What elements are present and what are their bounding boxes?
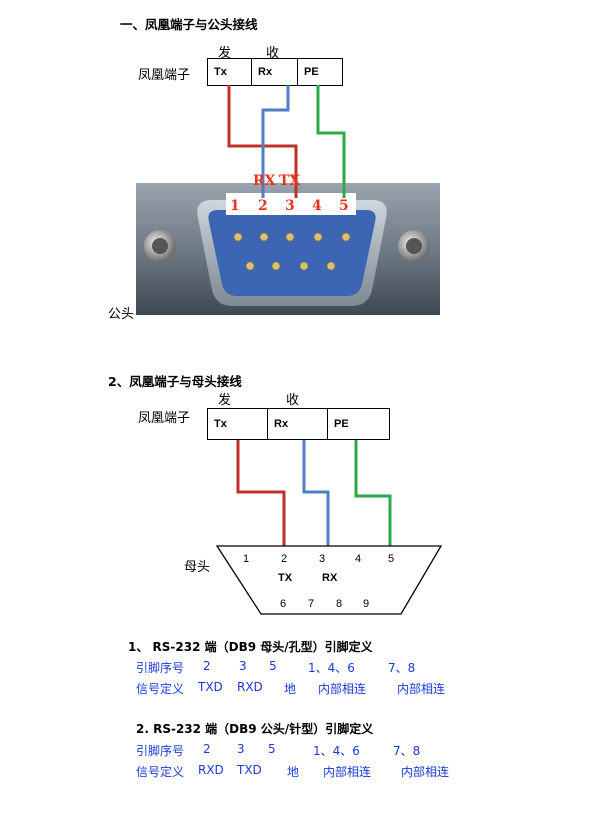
recv-label-1: 收: [266, 46, 280, 61]
def1-sig-b: RXD: [237, 680, 263, 694]
female-pin-3: 3: [319, 553, 326, 565]
terminal-cell-pe-2: PE: [334, 418, 349, 430]
def2-row1-label: 引脚序号: [136, 744, 185, 758]
def1-pin-d: 1、4、6: [308, 661, 355, 675]
def2-pin-d: 1、4、6: [313, 744, 360, 758]
def1-pin-a: 2: [203, 659, 211, 673]
section1-title: 一、凤凰端子与公头接线: [120, 17, 258, 32]
male-pin-5: [341, 232, 351, 242]
male-pin-7: [271, 261, 281, 271]
def1-pin-e: 7、8: [388, 661, 416, 675]
pin-number-3: 3: [285, 198, 295, 214]
female-signal-tx: TX: [278, 572, 293, 584]
wire-tx-2: [236, 440, 286, 548]
female-pin-9: 9: [363, 598, 370, 610]
pin-number-5: 5: [339, 198, 349, 214]
signal-label-tx-1: TX: [279, 173, 301, 189]
female-pin-5: 5: [388, 553, 395, 565]
def1-sig-d: 内部相连: [318, 682, 367, 696]
female-pin-8: 8: [336, 598, 343, 610]
terminal-cell-tx: Tx: [208, 59, 252, 85]
pin-number-4: 4: [312, 198, 322, 214]
def2-pin-a: 2: [203, 742, 211, 756]
section2-title: 2、凤凰端子与母头接线: [108, 374, 242, 389]
def2-sig-e: 内部相连: [401, 765, 450, 779]
def2-pin-e: 7、8: [393, 744, 421, 758]
terminal-block-2: Tx Rx PE: [207, 408, 390, 440]
female-pin-1: 1: [243, 553, 250, 565]
male-pin-6: [245, 261, 255, 271]
terminal-cell-rx: Rx: [252, 59, 298, 85]
send-label-1: 发: [218, 46, 232, 61]
terminal-cell-pe: PE: [304, 66, 319, 78]
def1-pin-c: 5: [269, 659, 277, 673]
send-label-2: 发: [218, 393, 232, 408]
def2-pin-b: 3: [237, 742, 245, 756]
terminal-label-2: 凤凰端子: [138, 411, 191, 426]
def2-sig-a: RXD: [198, 763, 224, 777]
signal-label-rx-1: RX: [253, 173, 276, 189]
terminal-cell-rx-2: Rx: [268, 409, 328, 439]
female-signal-rx: RX: [322, 572, 338, 584]
connector-insulator: [208, 210, 376, 296]
female-connector-label: 母头: [184, 560, 211, 575]
male-pin-1: [233, 232, 243, 242]
male-pin-4: [313, 232, 323, 242]
def1-sig-e: 内部相连: [397, 682, 446, 696]
screw-left: [144, 230, 176, 262]
female-pin-6: 6: [280, 598, 287, 610]
male-connector-label: 公头: [108, 307, 135, 322]
def1-pin-b: 3: [239, 659, 247, 673]
terminal-label-1: 凤凰端子: [138, 68, 191, 83]
def2-sig-b: TXD: [237, 763, 262, 777]
wire-pe-1: [316, 85, 346, 198]
pin-number-2: 2: [258, 198, 268, 214]
female-pin-7: 7: [308, 598, 315, 610]
wire-rx-1: [261, 85, 290, 198]
def1-sig-c: 地: [284, 682, 297, 696]
def1-row1-label: 引脚序号: [136, 661, 185, 675]
recv-label-2: 收: [286, 393, 300, 408]
def2-title: 2. RS-232 端（DB9 公头/针型）引脚定义: [136, 722, 374, 736]
terminal-block-1: Tx Rx PE: [207, 58, 343, 86]
pin-number-1: 1: [230, 198, 240, 214]
def2-sig-c: 地: [287, 765, 300, 779]
male-pin-8: [299, 261, 309, 271]
female-connector-outline: [215, 545, 443, 615]
wire-rx-2: [302, 440, 330, 548]
def2-row2-label: 信号定义: [136, 765, 185, 779]
def1-row2-label: 信号定义: [136, 682, 185, 696]
def2-sig-d: 内部相连: [323, 765, 372, 779]
male-pin-2: [259, 232, 269, 242]
def1-sig-a: TXD: [198, 680, 223, 694]
male-pin-3: [285, 232, 295, 242]
wire-pe-2: [354, 440, 392, 548]
def2-pin-c: 5: [268, 742, 276, 756]
female-pin-2: 2: [281, 553, 288, 565]
female-pin-4: 4: [355, 553, 362, 565]
terminal-cell-tx-2: Tx: [208, 409, 268, 439]
male-pin-9: [326, 261, 336, 271]
screw-right: [398, 230, 430, 262]
def1-title: 1、 RS-232 端（DB9 母头/孔型）引脚定义: [128, 640, 373, 654]
